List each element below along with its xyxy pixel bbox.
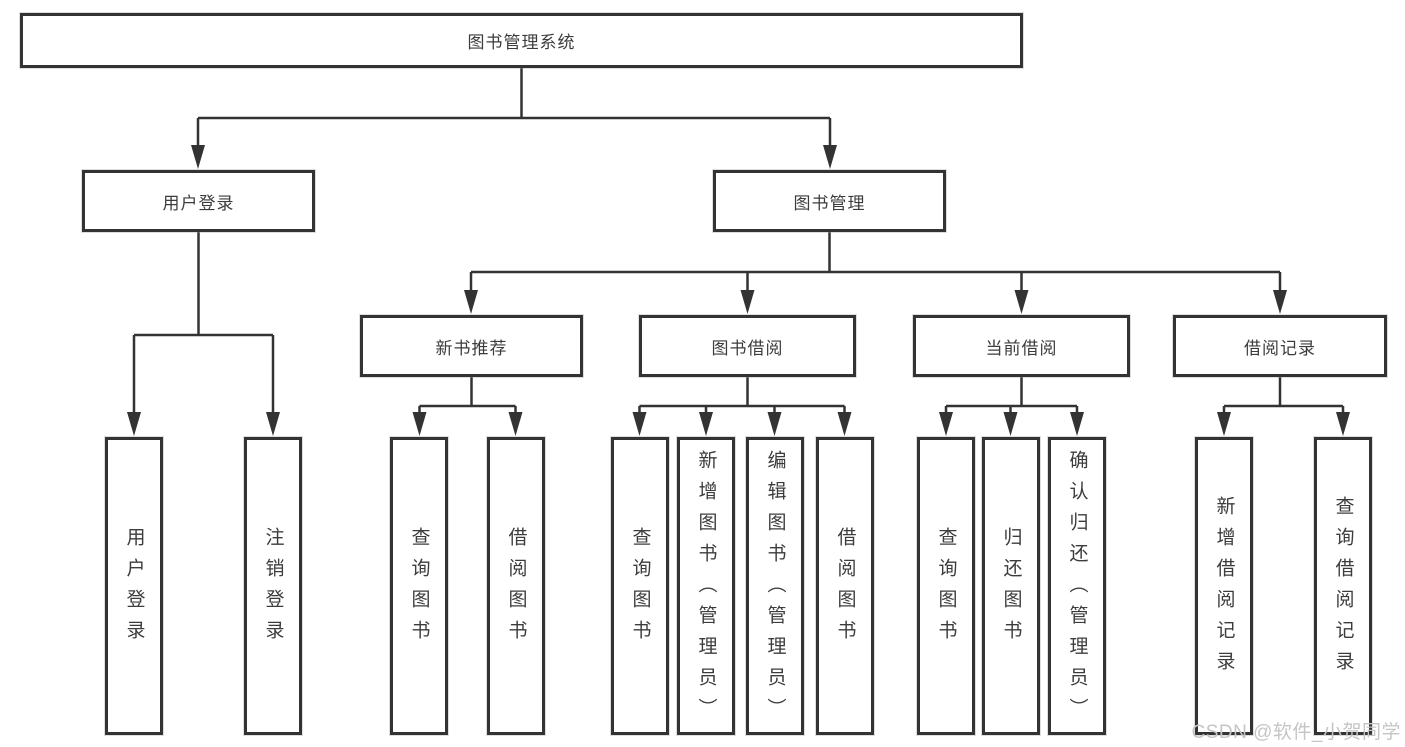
leaf-return-book: 归还图书 <box>982 437 1040 735</box>
leaf-borrow-books-recommend: 借阅图书 <box>487 437 545 735</box>
leaf-add-book-admin: 新增图书（管理员） <box>677 437 735 735</box>
leaf-query-books-current: 查询图书 <box>917 437 975 735</box>
node-borrowing-records: 借阅记录 <box>1173 315 1387 377</box>
leaf-add-borrow-record: 新增借阅记录 <box>1195 437 1253 735</box>
leaf-user-login: 用户登录 <box>105 437 163 735</box>
node-library-management-system: 图书管理系统 <box>20 13 1023 68</box>
node-user-login: 用户登录 <box>82 170 315 232</box>
leaf-borrow-books: 借阅图书 <box>816 437 874 735</box>
leaf-query-borrow-record: 查询借阅记录 <box>1314 437 1372 735</box>
node-book-borrowing: 图书借阅 <box>639 315 856 377</box>
leaf-query-books-borrow: 查询图书 <box>611 437 669 735</box>
node-new-book-recommend: 新书推荐 <box>360 315 583 377</box>
leaf-query-books-recommend: 查询图书 <box>390 437 448 735</box>
node-current-borrowing: 当前借阅 <box>913 315 1130 377</box>
leaf-confirm-return-admin: 确认归还（管理员） <box>1048 437 1106 735</box>
leaf-logout: 注销登录 <box>244 437 302 735</box>
node-book-management: 图书管理 <box>713 170 946 232</box>
csdn-watermark: CSDN @软件_小贺同学 <box>1191 722 1401 743</box>
leaf-edit-book-admin: 编辑图书（管理员） <box>746 437 804 735</box>
